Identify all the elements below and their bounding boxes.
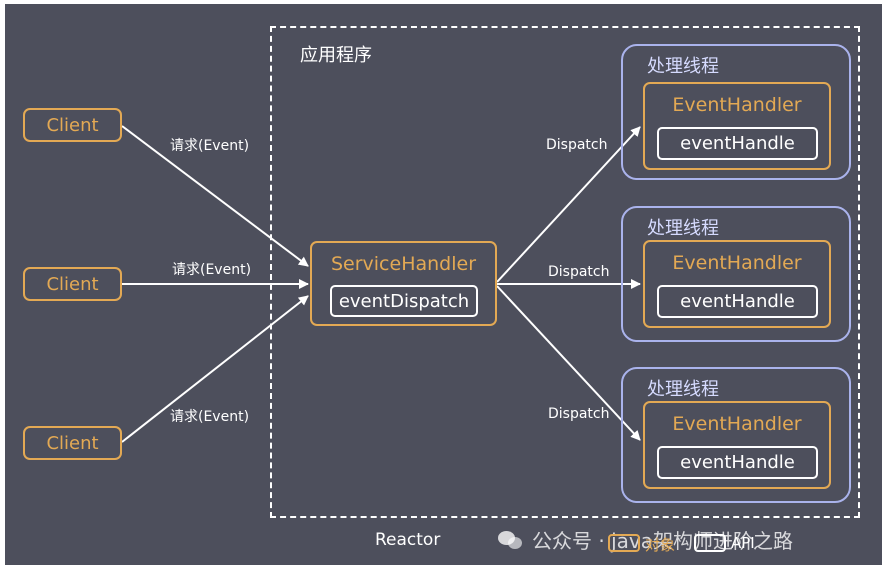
- legend-object-label: 对象: [645, 536, 676, 554]
- legend-api-label: API: [731, 534, 755, 552]
- wechat-icon: [498, 529, 524, 551]
- dispatch-arrow-3: [496, 285, 641, 441]
- request-label-1: 请求(Event): [170, 138, 250, 154]
- event-handler-box: EventHandler eventHandle: [643, 240, 831, 328]
- request-label-3: 请求(Event): [170, 409, 250, 425]
- thread-title: 处理线程: [647, 56, 719, 77]
- legend-api-swatch: [694, 534, 726, 552]
- thread-box-3: 处理线程 EventHandler eventHandle: [621, 367, 851, 503]
- client-label: Client: [46, 273, 99, 295]
- client-label: Client: [46, 432, 99, 454]
- reactor-label: Reactor: [375, 530, 441, 550]
- client-label: Client: [46, 114, 99, 136]
- event-handle-label: eventHandle: [680, 291, 795, 312]
- thread-box-2: 处理线程 EventHandler eventHandle: [621, 206, 851, 342]
- watermark-text: 公众号 · java架构师进阶之路: [532, 529, 793, 553]
- event-dispatch-label: eventDispatch: [338, 290, 470, 312]
- request-label-2: 请求(Event): [172, 262, 252, 278]
- request-arrow-1: [121, 125, 309, 267]
- event-handle-label: eventHandle: [680, 452, 795, 473]
- legend-object-swatch: [608, 534, 640, 552]
- watermark: 公众号 · java架构师进阶之路: [498, 525, 793, 554]
- event-handler-title: EventHandler: [672, 413, 802, 435]
- application-title: 应用程序: [300, 45, 372, 66]
- application-boundary: [270, 26, 860, 518]
- dispatch-label-3: Dispatch: [548, 406, 610, 422]
- service-handler-title: ServiceHandler: [330, 253, 477, 275]
- dispatch-arrow-1: [496, 126, 641, 283]
- event-dispatch-api: eventDispatch: [330, 285, 478, 317]
- event-handle-label: eventHandle: [680, 133, 795, 154]
- event-handle-api: eventHandle: [657, 285, 818, 318]
- event-handler-title: EventHandler: [672, 252, 802, 274]
- request-arrow-3: [121, 295, 309, 443]
- event-handler-box: EventHandler eventHandle: [643, 82, 831, 170]
- thread-title: 处理线程: [647, 218, 719, 239]
- client-box-3: Client: [23, 426, 122, 460]
- client-box-2: Client: [23, 267, 122, 301]
- event-handle-api: eventHandle: [657, 446, 818, 479]
- thread-title: 处理线程: [647, 379, 719, 400]
- event-handle-api: eventHandle: [657, 127, 818, 160]
- event-handler-title: EventHandler: [672, 94, 802, 116]
- client-box-1: Client: [23, 108, 122, 142]
- dispatch-label-2: Dispatch: [548, 264, 610, 280]
- dispatch-label-1: Dispatch: [546, 137, 608, 153]
- thread-box-1: 处理线程 EventHandler eventHandle: [621, 44, 851, 180]
- service-handler-box: ServiceHandler eventDispatch: [310, 241, 497, 326]
- event-handler-box: EventHandler eventHandle: [643, 401, 831, 489]
